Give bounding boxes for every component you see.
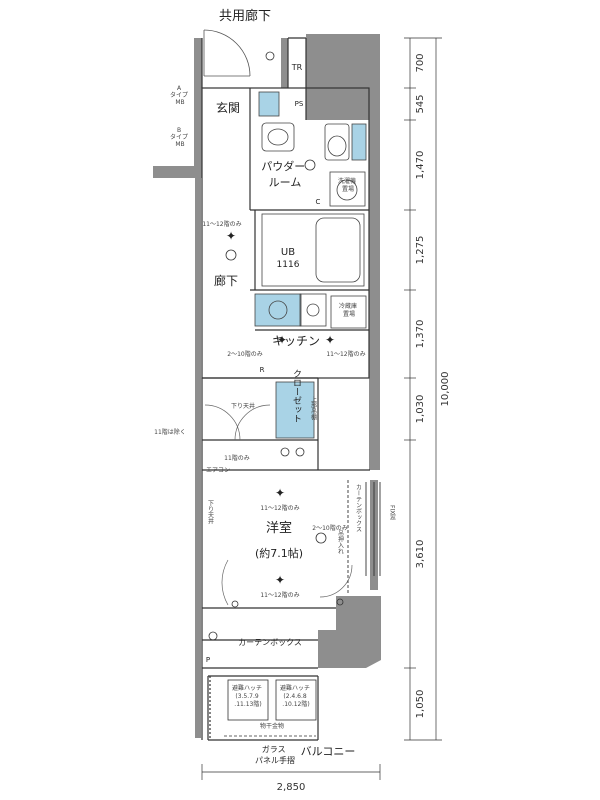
- type-b-l1: B: [177, 127, 181, 134]
- entrance-label: 玄関: [216, 100, 240, 115]
- powder-room-label: パウダー ルーム: [261, 159, 309, 189]
- upper-shelf: 上部吊棚: [310, 395, 317, 421]
- svg-text:✦: ✦: [277, 333, 287, 347]
- laundry-line1: 洗濯機: [338, 177, 356, 185]
- glass-panel-label: ガラス パネル手摺: [255, 744, 295, 765]
- window: [347, 480, 381, 594]
- glass-panel-l1: ガラス: [262, 744, 286, 754]
- type-a-label: A タイプ MB: [170, 85, 190, 106]
- svg-text:✦: ✦: [226, 229, 236, 243]
- p-mark: P: [206, 656, 210, 664]
- fridge-label: 冷蔵庫 置場: [339, 302, 359, 318]
- fixtures-blue: [254, 91, 367, 439]
- evac-hatch-2: 避難ハッチ (2.4.6.8 .10.12階): [280, 684, 312, 708]
- note-11-12-c: 11〜12階のみ: [260, 504, 299, 512]
- type-a-l1: A: [177, 85, 182, 92]
- evac-hatch-1: 避難ハッチ (3.5.7.9 .11.13階): [232, 684, 264, 708]
- drop-ceiling-1: 下り天井: [231, 402, 255, 410]
- laundry-line2: 置場: [342, 185, 354, 193]
- wall-lines: [201, 37, 370, 741]
- svg-text:✦: ✦: [275, 486, 285, 500]
- curtain-box-label: カーテンボックス: [238, 638, 302, 647]
- floor-11-excluded: 11階は除く: [154, 428, 186, 436]
- evac-hatch-2-l1: 避難ハッチ: [280, 684, 310, 692]
- dimension-lines: [201, 37, 442, 780]
- note-11-12-a: 11〜12階のみ: [202, 220, 241, 228]
- dim-1030: 1,030: [415, 395, 426, 424]
- note-2-10-b: 2〜10階のみ: [312, 524, 347, 532]
- corridor-common-label: 共用廊下: [219, 8, 271, 24]
- tr-label: TR: [291, 63, 303, 72]
- sanitary-fixtures: [261, 122, 367, 329]
- glass-panel-l2: パネル手摺: [255, 755, 295, 765]
- drop-ceiling-2: 下り天井: [207, 500, 214, 525]
- dim-545: 545: [415, 94, 426, 113]
- fridge-line2: 置場: [343, 310, 355, 318]
- note-2-10-a: 2〜10階のみ: [227, 350, 262, 358]
- closet-label: クローゼット: [291, 369, 302, 423]
- type-a-l2: タイプ: [170, 91, 188, 99]
- room-size-label: (約7.1帖): [255, 546, 303, 560]
- light-symbols: ✦ ✦ ✦ ✦ ✦: [226, 229, 335, 587]
- svg-text:✦: ✦: [325, 333, 335, 347]
- dim-1275: 1,275: [415, 236, 426, 265]
- note-11only: 11階のみ: [224, 454, 250, 462]
- fridge-line1: 冷蔵庫: [339, 302, 357, 310]
- unit-bath-size: 1116: [277, 260, 300, 270]
- evac-hatch-1-l3: .11.13階): [234, 700, 261, 708]
- dim-3610: 3,610: [415, 540, 426, 569]
- note-11-12-b: 11〜12階のみ: [326, 350, 365, 358]
- western-room-label: 洋室: [266, 520, 292, 536]
- r-mark: R: [260, 366, 265, 374]
- evac-hatch-2-l2: (2.4.6.8: [283, 693, 307, 700]
- hanging-closet: 吊押入れ: [337, 530, 344, 554]
- type-a-l3: MB: [175, 99, 184, 106]
- dim-width: 2,850: [277, 782, 306, 793]
- powder-room-line1: パウダー: [261, 159, 305, 173]
- dim-total: 10,000: [440, 372, 451, 407]
- svg-text:✦: ✦: [275, 573, 285, 587]
- powder-room-line2: ルーム: [269, 176, 302, 189]
- circle-symbols: [208, 51, 344, 641]
- type-b-label: B タイプ MB: [170, 127, 190, 148]
- note-11-12-d: 11〜12階のみ: [260, 591, 299, 599]
- dim-1370: 1,370: [415, 320, 426, 349]
- balcony-hatches: [224, 679, 317, 737]
- kitchen-label: キッチン: [272, 334, 320, 348]
- entrance-door: [203, 29, 251, 77]
- dim-1050: 1,050: [415, 690, 426, 719]
- evac-hatch-1-l2: (3.5.7.9: [235, 693, 259, 700]
- window-fix: FIX窓: [389, 505, 396, 521]
- drain-label: 物干金物: [260, 722, 284, 730]
- closet-text: クローゼット: [291, 369, 302, 423]
- laundry-label: 洗濯機 置場: [338, 177, 358, 193]
- evac-hatch-2-l3: .10.12階): [282, 700, 309, 708]
- dimension-texts: 700 545 1,470 1,275 1,370 1,030 3,610 1,…: [277, 53, 451, 793]
- curtain-vertical: カーテンボックス: [355, 484, 362, 532]
- evac-hatch-1-l1: 避難ハッチ: [232, 684, 262, 692]
- dim-1470: 1,470: [415, 151, 426, 180]
- dim-700: 700: [415, 53, 426, 72]
- c-mark: C: [316, 198, 321, 206]
- type-b-l2: タイプ: [170, 133, 188, 141]
- aircon-label: エアコン: [206, 467, 230, 474]
- type-b-l3: MB: [175, 141, 184, 148]
- hallway-label: 廊下: [214, 273, 238, 288]
- balcony-label: バルコニー: [301, 745, 356, 758]
- ps-label: PS: [295, 100, 304, 108]
- unit-bath-label: UB: [281, 247, 295, 258]
- room-door-swings: [204, 404, 353, 606]
